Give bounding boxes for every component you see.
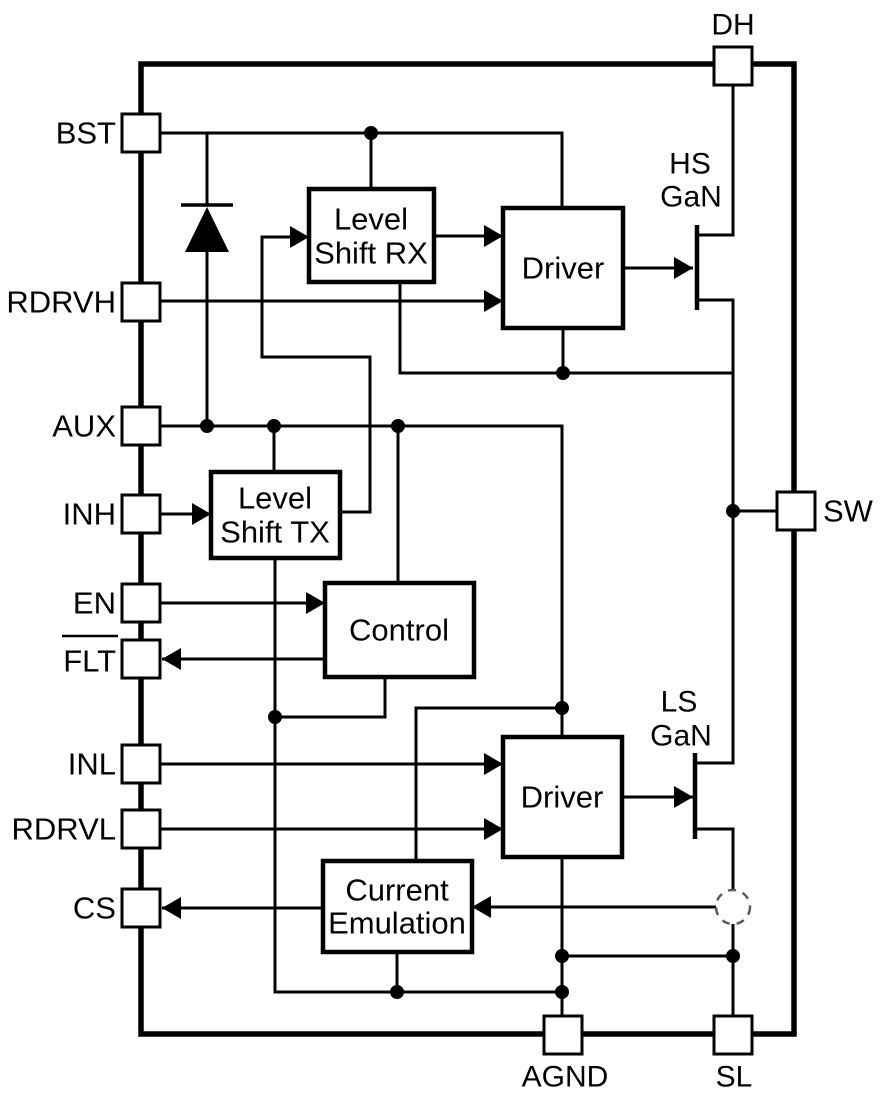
wire-tx-to-rx — [260, 226, 372, 514]
wire-rx-bottom-sw — [398, 282, 733, 375]
pin-aux-label: AUX — [52, 409, 116, 444]
junction-dot — [390, 985, 404, 999]
pin-sw-label: SW — [823, 494, 874, 529]
bootstrap-diode — [181, 203, 233, 252]
function-blocks — [208, 186, 626, 955]
junction-dot — [555, 701, 569, 715]
current-emulation-label-line1: Current — [345, 873, 449, 908]
pin-flt-label: FLT — [63, 644, 116, 679]
block-level-shift-rx — [306, 186, 437, 285]
hs-gan-label-line1: HS — [669, 148, 711, 181]
junction-dot — [726, 949, 740, 963]
pin-dh-label: DH — [711, 9, 754, 42]
junction-dots — [200, 126, 740, 999]
wire-control-ground — [275, 677, 387, 719]
junction-dot — [555, 949, 569, 963]
wire-aux-to-current-emulation — [414, 706, 562, 861]
diode-triangle — [185, 207, 229, 252]
driver-ls-label: Driver — [521, 780, 604, 815]
control-label: Control — [349, 613, 449, 648]
driver-hs-label: Driver — [522, 251, 605, 286]
junction-dot — [200, 419, 214, 433]
pin-en-square — [120, 582, 162, 624]
pin-squares — [120, 45, 817, 1056]
pin-sl-square — [712, 1014, 754, 1056]
wire-hs-drain-dh — [697, 85, 735, 237]
pin-rdrvl-label: RDRVL — [11, 812, 116, 847]
pin-dh-square — [712, 45, 754, 87]
wire-bst — [160, 131, 564, 208]
pin-bst-label: BST — [56, 116, 116, 151]
wire-hs-source-sw-ls-drain — [695, 298, 735, 765]
level-shift-tx-label-line2: Shift TX — [220, 515, 330, 550]
pin-cs-square — [120, 887, 162, 929]
junction-dot — [556, 366, 570, 380]
pin-aux-square — [120, 405, 162, 447]
junction-dot — [726, 504, 740, 518]
pin-rdrvh-square — [120, 281, 162, 323]
current-emulation-label-line2: Emulation — [328, 906, 466, 941]
ls-gan-label-line1: LS — [661, 686, 698, 719]
junction-dot — [268, 710, 282, 724]
pin-inh-square — [120, 493, 162, 535]
pin-inl-label: INL — [68, 747, 116, 782]
pin-rdrvh-label: RDRVH — [6, 285, 116, 320]
block-driver-hs — [500, 205, 626, 331]
pin-en-label: EN — [73, 586, 116, 621]
wires — [160, 85, 777, 1016]
block-control — [322, 580, 477, 680]
pin-bst-square — [120, 112, 162, 154]
pin-agnd-square — [542, 1014, 584, 1056]
level-shift-rx-label-line2: Shift RX — [314, 236, 428, 271]
wire-ground-main — [273, 558, 562, 994]
pin-inh-label: INH — [63, 497, 116, 532]
current-sense-dashed-circle — [714, 888, 752, 926]
pin-rdrvl-square — [120, 808, 162, 850]
junction-dot — [555, 985, 569, 999]
pin-sw-square — [775, 490, 817, 532]
ls-gan-label-line2: GaN — [650, 720, 712, 753]
pin-flt-square — [120, 638, 162, 680]
level-shift-rx-label-line1: Level — [334, 202, 408, 237]
block-current-emulation — [320, 858, 475, 955]
pin-sl-label: SL — [716, 1061, 753, 1094]
block-driver-ls — [500, 734, 625, 860]
junction-dot — [391, 419, 405, 433]
wire-ls-source — [697, 827, 735, 890]
pin-inl-square — [120, 743, 162, 785]
hs-gan-label-line2: GaN — [660, 181, 722, 214]
level-shift-tx-label-line1: Level — [238, 481, 312, 516]
wire-aux — [160, 424, 564, 737]
pin-agnd-label: AGND — [522, 1061, 609, 1094]
junction-dot — [267, 419, 281, 433]
pin-cs-label: CS — [73, 891, 116, 926]
chip-outline — [138, 61, 797, 1037]
junction-dot — [364, 126, 378, 140]
block-level-shift-tx — [208, 469, 343, 561]
